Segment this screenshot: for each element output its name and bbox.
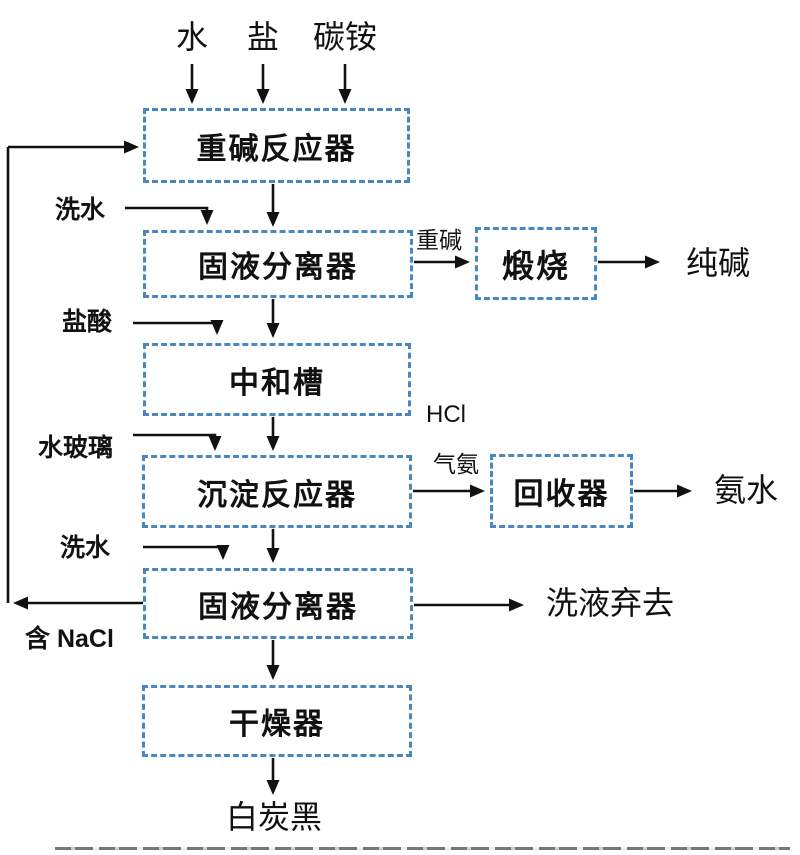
arrow-wash1-in xyxy=(125,206,214,225)
input-label-water: 水 xyxy=(176,19,209,55)
input-label-wash-water-2: 洗水 xyxy=(60,534,111,562)
scan-artifact-strip xyxy=(55,847,790,850)
input-label-wash-water-1: 洗水 xyxy=(55,196,106,224)
node-recovery-unit: 回收器 xyxy=(490,454,633,528)
arrow-wash2-in xyxy=(143,545,230,560)
node-precipitation-reactor: 沉淀反应器 xyxy=(142,455,412,528)
stream-label-ammonia-gas: 气氨 xyxy=(433,451,479,477)
node-neutralization-tank: 中和槽 xyxy=(143,343,411,416)
output-label-white-carbon-black: 白炭黑 xyxy=(226,799,323,835)
arrow-acid-in xyxy=(133,320,224,335)
input-label-salt: 盐 xyxy=(247,19,280,55)
node-heavy-alkali-reactor: 重碱反应器 xyxy=(143,108,410,183)
arrow-glass-in xyxy=(133,433,222,451)
input-label-hydrochloric-acid: 盐酸 xyxy=(62,308,113,336)
output-label-ammonia-water: 氨水 xyxy=(714,472,779,508)
node-solid-liquid-separator-2: 固液分离器 xyxy=(143,568,413,639)
output-label-soda-ash: 纯碱 xyxy=(686,245,751,281)
input-label-water-glass: 水玻璃 xyxy=(38,434,114,462)
node-calcination: 煅烧 xyxy=(475,227,597,300)
output-label-discard-wash: 洗液弃去 xyxy=(546,585,675,621)
stream-label-contains-nacl: 含 NaCl xyxy=(25,625,114,653)
node-dryer: 干燥器 xyxy=(142,685,412,757)
input-label-ammonium-bicarbonate: 碳铵 xyxy=(313,19,378,55)
stream-label-heavy-alkali: 重碱 xyxy=(416,227,462,253)
node-solid-liquid-separator-1: 固液分离器 xyxy=(143,230,413,298)
stream-label-hcl: HCl xyxy=(426,401,466,428)
